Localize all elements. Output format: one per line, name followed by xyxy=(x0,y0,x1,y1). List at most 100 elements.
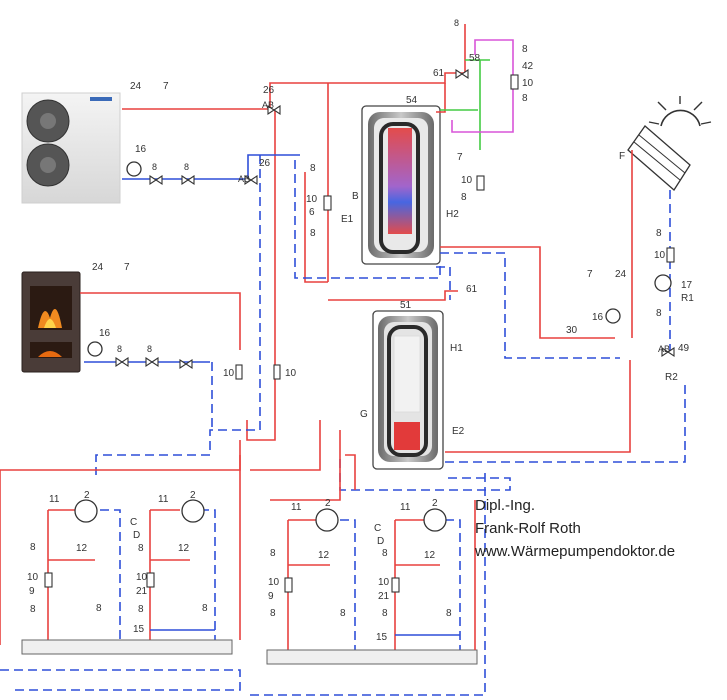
c1-bypass-label: 12 xyxy=(76,543,88,554)
label-8-mid: 8 xyxy=(310,163,316,174)
label-8-solar-b: 8 xyxy=(656,308,662,319)
label-8-dhw: 8 xyxy=(461,192,467,203)
valve-symbols xyxy=(44,68,675,593)
label-8-solar-a: 8 xyxy=(656,228,662,239)
wood-stove xyxy=(21,271,81,373)
upper-tank-number: 54 xyxy=(406,95,418,106)
lower-tank-number: 51 xyxy=(400,300,412,311)
c2-sensor-label: 10 xyxy=(136,572,148,583)
c3-valve-label: 8 xyxy=(270,548,276,559)
c3-mix-label: 11 xyxy=(291,502,302,513)
label-collector-f: F xyxy=(619,151,625,162)
label-10-solar: 10 xyxy=(654,250,666,261)
c4-pump-label: 2 xyxy=(432,498,438,509)
label-58: 58 xyxy=(469,53,481,64)
c1-pump-label: 2 xyxy=(84,490,90,501)
label-r2-solar: R2 xyxy=(665,372,678,383)
label-30-solar: 30 xyxy=(566,325,578,336)
credit-website: www.Wärmepumpendoktor.de xyxy=(475,543,676,560)
c2-bypass-label: 12 xyxy=(178,543,190,554)
heating-circuit-2: 11 2 C D 8 12 10 21 8 8 15 xyxy=(130,490,208,635)
c4-sensor-label: 10 xyxy=(378,577,390,588)
label-ab-top: AB xyxy=(262,100,274,110)
label-42: 42 xyxy=(522,61,534,72)
lower-tank-coil xyxy=(394,422,420,450)
label-7-dhw: 7 xyxy=(457,152,463,163)
c2-valve-label: 8 xyxy=(138,543,144,554)
c2-valve3-label: 8 xyxy=(202,603,208,614)
c1-mix-label: 11 xyxy=(49,494,60,505)
c1-valve3-label: 8 xyxy=(96,603,102,614)
c4-bottom-label: 15 xyxy=(376,632,388,643)
upper-tank-b-label: B xyxy=(352,191,359,202)
label-17-solar: 17 xyxy=(681,280,693,291)
lower-tank-h1-label: H1 xyxy=(450,343,463,354)
label-61-top: 61 xyxy=(433,68,445,79)
sun-icon xyxy=(648,96,712,127)
lower-tank-e2-label: E2 xyxy=(452,426,465,437)
label-16-solar: 16 xyxy=(592,312,604,323)
c1-sensor-label: 10 xyxy=(27,572,39,583)
label-49-solar: 49 xyxy=(678,343,690,354)
c4-sensor2-label: 21 xyxy=(378,591,390,602)
c4-valve3-label: 8 xyxy=(446,608,452,619)
upper-tank-coil xyxy=(388,128,412,234)
label-10-mid: 10 xyxy=(306,194,318,205)
c3-bypass-label: 12 xyxy=(318,550,330,561)
c1-valve2-label: 8 xyxy=(30,604,36,615)
c4-valve-label: 8 xyxy=(382,548,388,559)
label-16-stove: 16 xyxy=(99,328,111,339)
c2-c-label: C xyxy=(130,517,137,528)
c4-c-label: C xyxy=(374,523,381,534)
label-24-hp: 24 xyxy=(130,81,142,92)
c1-sensor2-label: 9 xyxy=(29,586,35,597)
label-8-right-b: 8 xyxy=(522,93,528,104)
heating-circuit-3: 11 2 8 12 10 9 8 8 xyxy=(268,498,346,619)
c3-pump-label: 2 xyxy=(325,498,331,509)
diagram-labels: 54 B E1 H2 51 H1 G E2 26 26 24 7 16 8 8 … xyxy=(92,18,694,437)
label-10-left-a: 10 xyxy=(223,368,235,379)
c3-sensor2-label: 9 xyxy=(268,591,274,602)
label-10-dhw: 10 xyxy=(461,175,473,186)
lower-storage-tank xyxy=(372,310,444,470)
label-8-hp-a: 8 xyxy=(152,162,157,172)
c2-pump-label: 2 xyxy=(190,490,196,501)
lower-tank-g-label: G xyxy=(360,409,368,420)
c4-d-label: D xyxy=(377,536,384,547)
label-10-right: 10 xyxy=(522,78,534,89)
c2-bottom-label: 15 xyxy=(133,624,145,635)
label-8-mid-b: 8 xyxy=(310,228,316,239)
heat-pump-unit xyxy=(21,92,121,204)
label-7-solar: 7 xyxy=(587,269,593,280)
c1-valve-label: 8 xyxy=(30,542,36,553)
credit-title: Dipl.-Ing. xyxy=(475,497,536,514)
label-16-hp: 16 xyxy=(135,144,147,155)
label-61-mid: 61 xyxy=(466,284,478,295)
c2-mix-label: 11 xyxy=(158,494,169,505)
upper-storage-tank xyxy=(361,105,441,265)
label-24-stove: 24 xyxy=(92,262,104,273)
label-6-mid: 6 xyxy=(309,207,315,218)
c2-sensor2-label: 21 xyxy=(136,586,148,597)
label-8-top: 8 xyxy=(454,18,459,28)
label-26-bottom: 26 xyxy=(259,158,271,169)
c3-valve2-label: 8 xyxy=(270,608,276,619)
pump-symbols xyxy=(74,161,672,532)
label-8-stove-b: 8 xyxy=(147,344,152,354)
c3-sensor-label: 10 xyxy=(268,577,280,588)
label-8-hp-b: 8 xyxy=(184,162,189,172)
label-26-top: 26 xyxy=(263,85,275,96)
heating-circuit-1: 11 2 8 12 10 9 8 8 xyxy=(27,490,102,615)
c2-d-label: D xyxy=(133,530,140,541)
label-8-right: 8 xyxy=(522,44,528,55)
label-ab-solar: AB xyxy=(658,344,670,354)
heating-circuit-4: 11 2 C D 8 12 10 21 8 8 15 xyxy=(374,498,452,643)
c2-valve2-label: 8 xyxy=(138,604,144,615)
label-10-left-b: 10 xyxy=(285,368,297,379)
credit-name: Frank-Rolf Roth xyxy=(475,520,581,537)
label-7-stove: 7 xyxy=(124,262,130,273)
c4-mix-label: 11 xyxy=(400,502,411,513)
piping-network xyxy=(0,24,686,696)
label-r1-solar: R1 xyxy=(681,293,694,304)
